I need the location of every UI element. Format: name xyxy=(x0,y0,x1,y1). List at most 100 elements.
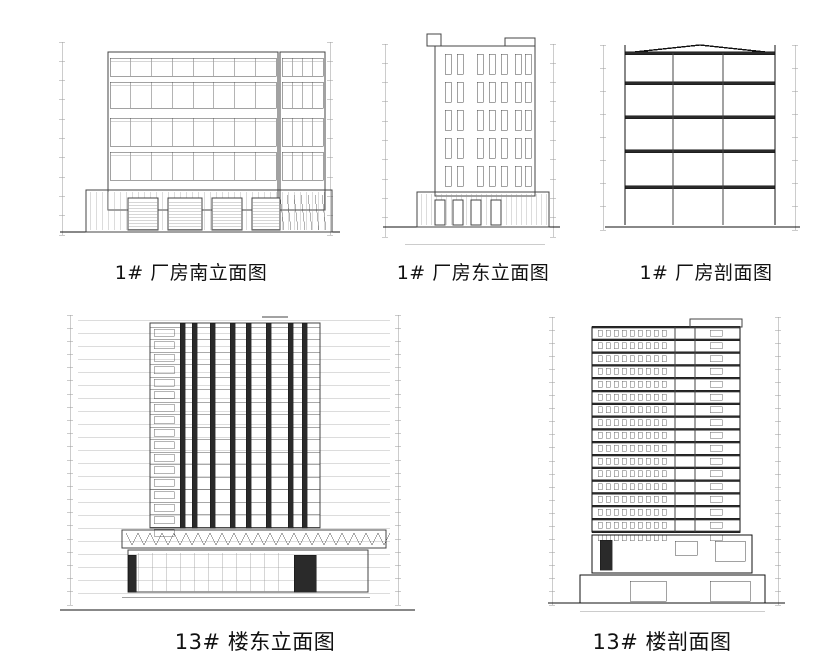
window xyxy=(661,432,667,439)
window xyxy=(629,368,635,375)
podium-ornament xyxy=(365,532,379,546)
podium-ornament xyxy=(269,532,283,546)
balcony xyxy=(153,528,175,537)
window xyxy=(661,393,667,401)
podium-ornament xyxy=(233,532,247,546)
basement-section xyxy=(579,574,766,604)
window xyxy=(613,368,619,375)
window xyxy=(621,457,627,465)
podium-ornament xyxy=(221,532,235,546)
podium-ornament xyxy=(257,532,271,546)
window xyxy=(613,470,619,478)
room-label-box xyxy=(709,432,723,439)
window xyxy=(645,419,651,426)
window xyxy=(605,470,611,478)
balcony xyxy=(153,453,175,462)
podium-ornament xyxy=(353,532,367,546)
window xyxy=(661,534,667,542)
window xyxy=(613,355,619,362)
vertical-fin xyxy=(209,322,216,529)
window xyxy=(621,329,627,337)
window xyxy=(444,137,452,159)
window xyxy=(444,165,452,187)
window xyxy=(605,508,611,516)
podium-lower xyxy=(127,549,369,593)
window xyxy=(645,368,651,375)
window xyxy=(488,53,496,75)
room-label-box xyxy=(709,470,723,478)
podium-ornament xyxy=(173,532,187,546)
room-label-box xyxy=(709,380,723,388)
floor-slab xyxy=(591,415,741,418)
window xyxy=(653,496,659,503)
window xyxy=(514,109,522,131)
vertical-fin xyxy=(229,322,236,529)
window xyxy=(653,534,659,542)
roof-truss xyxy=(624,44,776,54)
window xyxy=(621,368,627,375)
balcony xyxy=(153,466,175,474)
window xyxy=(653,444,659,452)
door xyxy=(490,199,502,226)
window xyxy=(621,393,627,401)
window xyxy=(621,432,627,439)
balcony xyxy=(153,503,175,512)
floor-slab xyxy=(591,517,741,521)
window xyxy=(629,483,635,490)
floor-slab xyxy=(591,492,741,495)
window xyxy=(476,109,484,131)
window xyxy=(605,393,611,401)
podium-ornament xyxy=(185,532,199,546)
window xyxy=(613,419,619,426)
room-label-box xyxy=(709,419,723,426)
window xyxy=(621,483,627,490)
window xyxy=(613,393,619,401)
window xyxy=(637,380,643,388)
window xyxy=(500,53,508,75)
window xyxy=(613,483,619,490)
window xyxy=(621,380,627,388)
window xyxy=(605,496,611,503)
window xyxy=(629,406,635,414)
floor-slab xyxy=(591,479,741,482)
window xyxy=(605,419,611,426)
balcony xyxy=(153,516,175,524)
window xyxy=(661,483,667,490)
window xyxy=(629,444,635,452)
window xyxy=(629,457,635,465)
window xyxy=(597,368,603,375)
door xyxy=(452,199,464,226)
window xyxy=(621,496,627,503)
floor-slab xyxy=(591,505,741,508)
window xyxy=(653,432,659,439)
floor-slab xyxy=(591,351,741,354)
window xyxy=(645,329,651,337)
window xyxy=(629,496,635,503)
window xyxy=(597,508,603,516)
entrance-dark xyxy=(293,554,317,593)
balcony xyxy=(153,478,175,487)
podium-ornament xyxy=(197,532,211,546)
window xyxy=(605,457,611,465)
window xyxy=(488,165,496,187)
window xyxy=(653,508,659,516)
podium-ornament xyxy=(281,532,295,546)
window xyxy=(653,406,659,414)
window xyxy=(621,355,627,362)
room-label-box xyxy=(709,457,723,465)
window xyxy=(621,470,627,478)
window xyxy=(597,457,603,465)
window xyxy=(613,457,619,465)
window xyxy=(605,483,611,490)
floor-slab xyxy=(591,377,741,380)
window xyxy=(645,406,651,414)
window xyxy=(488,137,496,159)
window xyxy=(613,534,619,542)
balcony xyxy=(153,491,175,499)
window xyxy=(637,521,643,529)
drawing-3-section xyxy=(595,35,810,240)
window xyxy=(456,137,464,159)
window xyxy=(524,137,532,159)
floor-slab xyxy=(591,428,741,431)
tower-outline xyxy=(434,45,536,197)
